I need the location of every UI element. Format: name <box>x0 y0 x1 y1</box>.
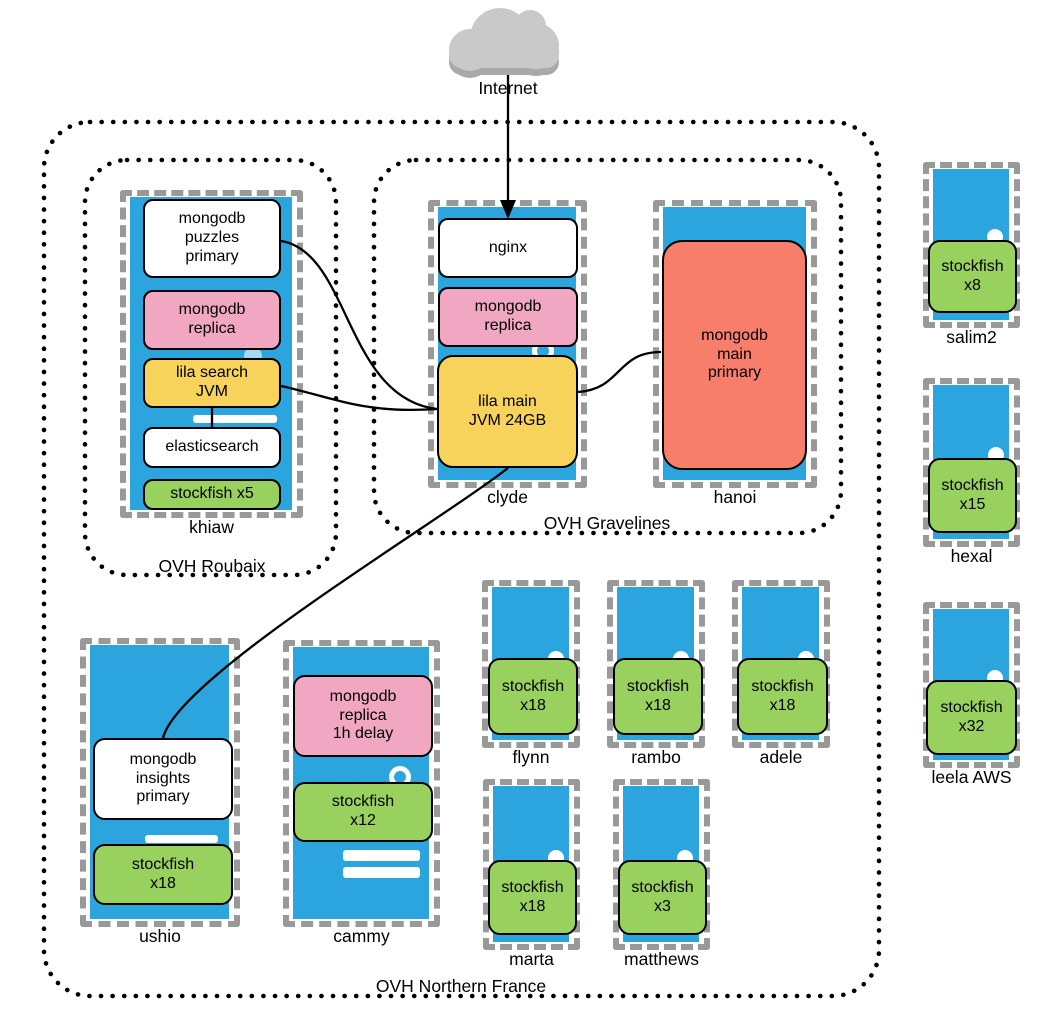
service-elasticsearch: elasticsearch <box>143 427 281 468</box>
server-salim2-label: salim2 <box>946 327 997 347</box>
server-khiaw-label: khiaw <box>189 517 234 537</box>
server-marta-label: marta <box>509 949 554 969</box>
server-ushio-label: ushio <box>139 926 181 946</box>
service-lila-search-jvm: lila search JVM <box>143 358 281 408</box>
server-leela-aws-label: leela AWS <box>931 767 1012 787</box>
vent-slot-icon <box>145 835 218 843</box>
vent-slot-icon <box>343 850 420 861</box>
server-flynn-label: flynn <box>512 747 550 767</box>
service-salim2-stockfish-x8: stockfish x8 <box>928 240 1017 313</box>
service-leela-aws-stockfish-x32: stockfish x32 <box>926 680 1017 755</box>
service-mongodb-replica-1h-delay: mongodb replica 1h delay <box>293 675 433 757</box>
service-marta-stockfish-x18: stockfish x18 <box>488 860 577 935</box>
edge-lila-search-to-lila-main <box>280 384 438 412</box>
region-label-northern-france: OVH Northern France <box>375 976 547 996</box>
edge-lila-main-to-mongodb-main <box>577 350 662 394</box>
service-flynn-stockfish-x18: stockfish x18 <box>488 658 578 735</box>
internet-label: Internet <box>478 78 538 98</box>
server-cammy-label: cammy <box>333 926 390 946</box>
service-adele-stockfish-x18: stockfish x18 <box>737 658 828 735</box>
server-matthews-label: matthews <box>624 949 699 969</box>
service-nginx: nginx <box>438 218 578 278</box>
server-hanoi-label: hanoi <box>713 487 757 507</box>
service-mongodb-puzzles-primary: mongodb puzzles primary <box>143 199 281 278</box>
service-khiaw-mongodb-replica: mongodb replica <box>143 290 281 350</box>
service-rambo-stockfish-x18: stockfish x18 <box>613 658 703 735</box>
server-adele-label: adele <box>759 747 803 767</box>
service-lila-main-jvm: lila main JVM 24GB <box>437 355 578 468</box>
region-label-gravelines: OVH Gravelines <box>543 513 671 533</box>
service-khiaw-stockfish-x5: stockfish x5 <box>143 479 281 510</box>
service-cammy-stockfish-x12: stockfish x12 <box>293 782 433 842</box>
vent-slot-icon <box>193 415 277 423</box>
service-mongodb-main-primary: mongodb main primary <box>662 240 807 470</box>
server-rambo-label: rambo <box>631 747 681 767</box>
service-ushio-stockfish-x18: stockfish x18 <box>93 844 233 905</box>
service-clyde-mongodb-replica: mongodb replica <box>438 287 578 347</box>
server-hexal-label: hexal <box>950 546 993 566</box>
edge-puzzles-to-lila-main <box>280 239 438 411</box>
region-label-roubaix: OVH Roubaix <box>158 556 266 576</box>
service-matthews-stockfish-x3: stockfish x3 <box>618 860 707 935</box>
service-hexal-stockfish-x15: stockfish x15 <box>928 458 1017 533</box>
server-clyde-label: clyde <box>487 487 528 507</box>
vent-slot-icon <box>343 867 420 878</box>
service-mongodb-insights-primary: mongodb insights primary <box>93 738 233 820</box>
